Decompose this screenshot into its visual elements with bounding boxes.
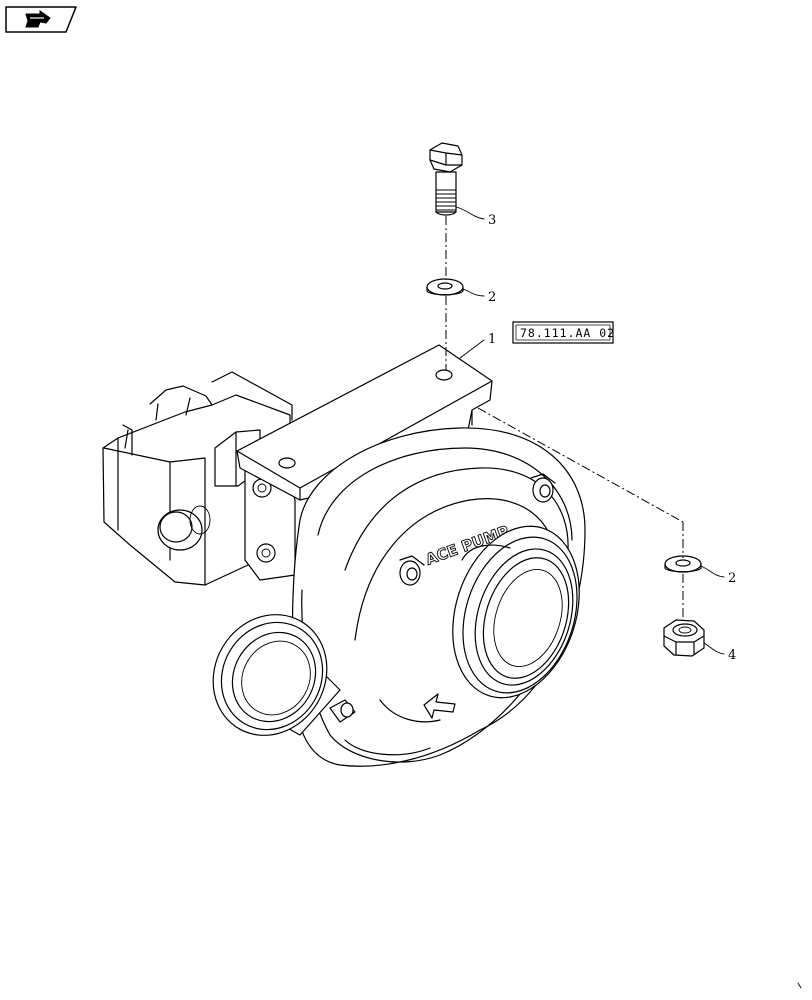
callout-4: 4 [728, 648, 736, 663]
callout-2-top: 2 [488, 290, 496, 305]
lock-nut [663, 619, 705, 657]
suction-inlet [452, 525, 580, 699]
bracket-hole [278, 457, 296, 469]
leader-lines [455, 206, 725, 655]
callout-3: 3 [488, 213, 496, 228]
reference-box[interactable]: 78.111.AA 02 [512, 321, 615, 344]
hydraulic-motor [102, 371, 296, 586]
next-page-arrow-icon[interactable] [5, 6, 77, 33]
reference-label[interactable]: 78.111.AA 02 [520, 326, 615, 340]
callout-2-right: 2 [728, 571, 736, 586]
callout-1: 1 [488, 332, 496, 347]
rotation-arrow-icon [423, 693, 456, 719]
discharge-outlet [212, 614, 356, 736]
assembly-centerlines [445, 216, 684, 620]
corner-mark [797, 982, 802, 989]
pump-assembly: ACE PUMP [102, 344, 586, 767]
bracket-bolt-hole [435, 369, 453, 381]
mounting-bracket [236, 344, 493, 501]
flat-washer-right [664, 555, 702, 573]
hex-bolt [429, 142, 463, 216]
flat-washer-top [426, 278, 464, 296]
